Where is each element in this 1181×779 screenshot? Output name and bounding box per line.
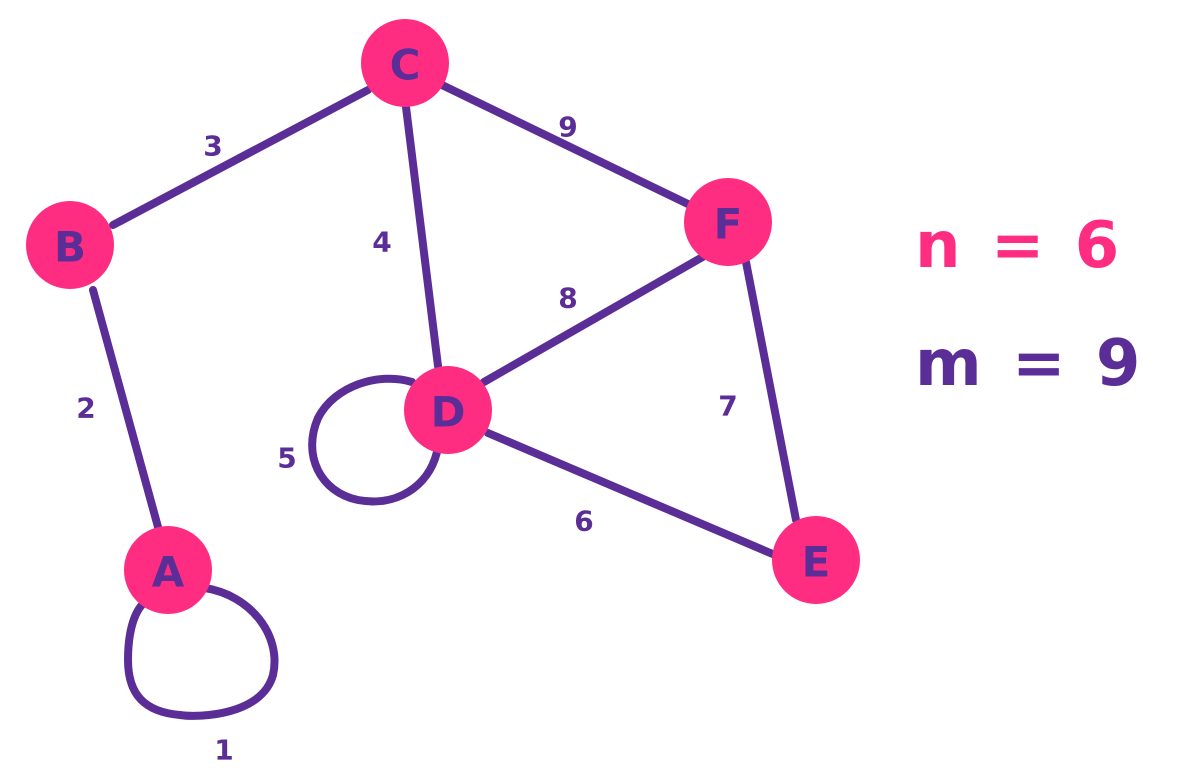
- node-label: E: [802, 538, 831, 587]
- node-c: C: [361, 19, 449, 107]
- node-label: B: [54, 223, 86, 272]
- node-circle: [26, 201, 114, 289]
- edges-layer: [89, 81, 800, 720]
- node-f: F: [684, 178, 772, 266]
- node-e: E: [772, 516, 860, 604]
- edge-weight-label: 1: [214, 734, 233, 767]
- edge-count-label: m = 9: [915, 327, 1145, 401]
- edge-d-f: [480, 251, 710, 386]
- edge-weight-label: 9: [558, 111, 577, 144]
- edge-c-d: [402, 103, 442, 370]
- node-b: B: [26, 201, 114, 289]
- node-circle: [124, 526, 212, 614]
- edge-loop-d: [308, 374, 441, 506]
- node-label: F: [714, 200, 743, 249]
- edge-loop-a: [124, 584, 279, 720]
- node-circle: [684, 178, 772, 266]
- edge-d-e: [484, 429, 779, 559]
- edge-f-e: [742, 258, 800, 524]
- node-circle: [404, 366, 492, 454]
- edge-weight-label: 3: [203, 130, 222, 163]
- weights-layer: 1 2 3 4 5 6 7 8 9: [76, 111, 737, 767]
- node-label: C: [390, 41, 421, 90]
- node-label: A: [152, 548, 185, 597]
- nodes-layer: A B C D E F: [26, 19, 860, 614]
- edge-a-b: [89, 286, 162, 531]
- edge-weight-label: 6: [574, 505, 593, 538]
- edge-weight-label: 8: [558, 282, 577, 315]
- node-a: A: [124, 526, 212, 614]
- edge-b-c: [109, 86, 372, 229]
- edge-weight-label: 5: [277, 442, 296, 475]
- node-circle: [772, 516, 860, 604]
- edge-weight-label: 7: [718, 390, 737, 423]
- edge-c-f: [438, 81, 694, 209]
- edge-weight-label: 4: [372, 226, 391, 259]
- node-label: D: [431, 388, 466, 437]
- node-count-label: n = 6: [915, 209, 1124, 283]
- node-circle: [361, 19, 449, 107]
- node-d: D: [404, 366, 492, 454]
- edge-weight-label: 2: [76, 392, 95, 425]
